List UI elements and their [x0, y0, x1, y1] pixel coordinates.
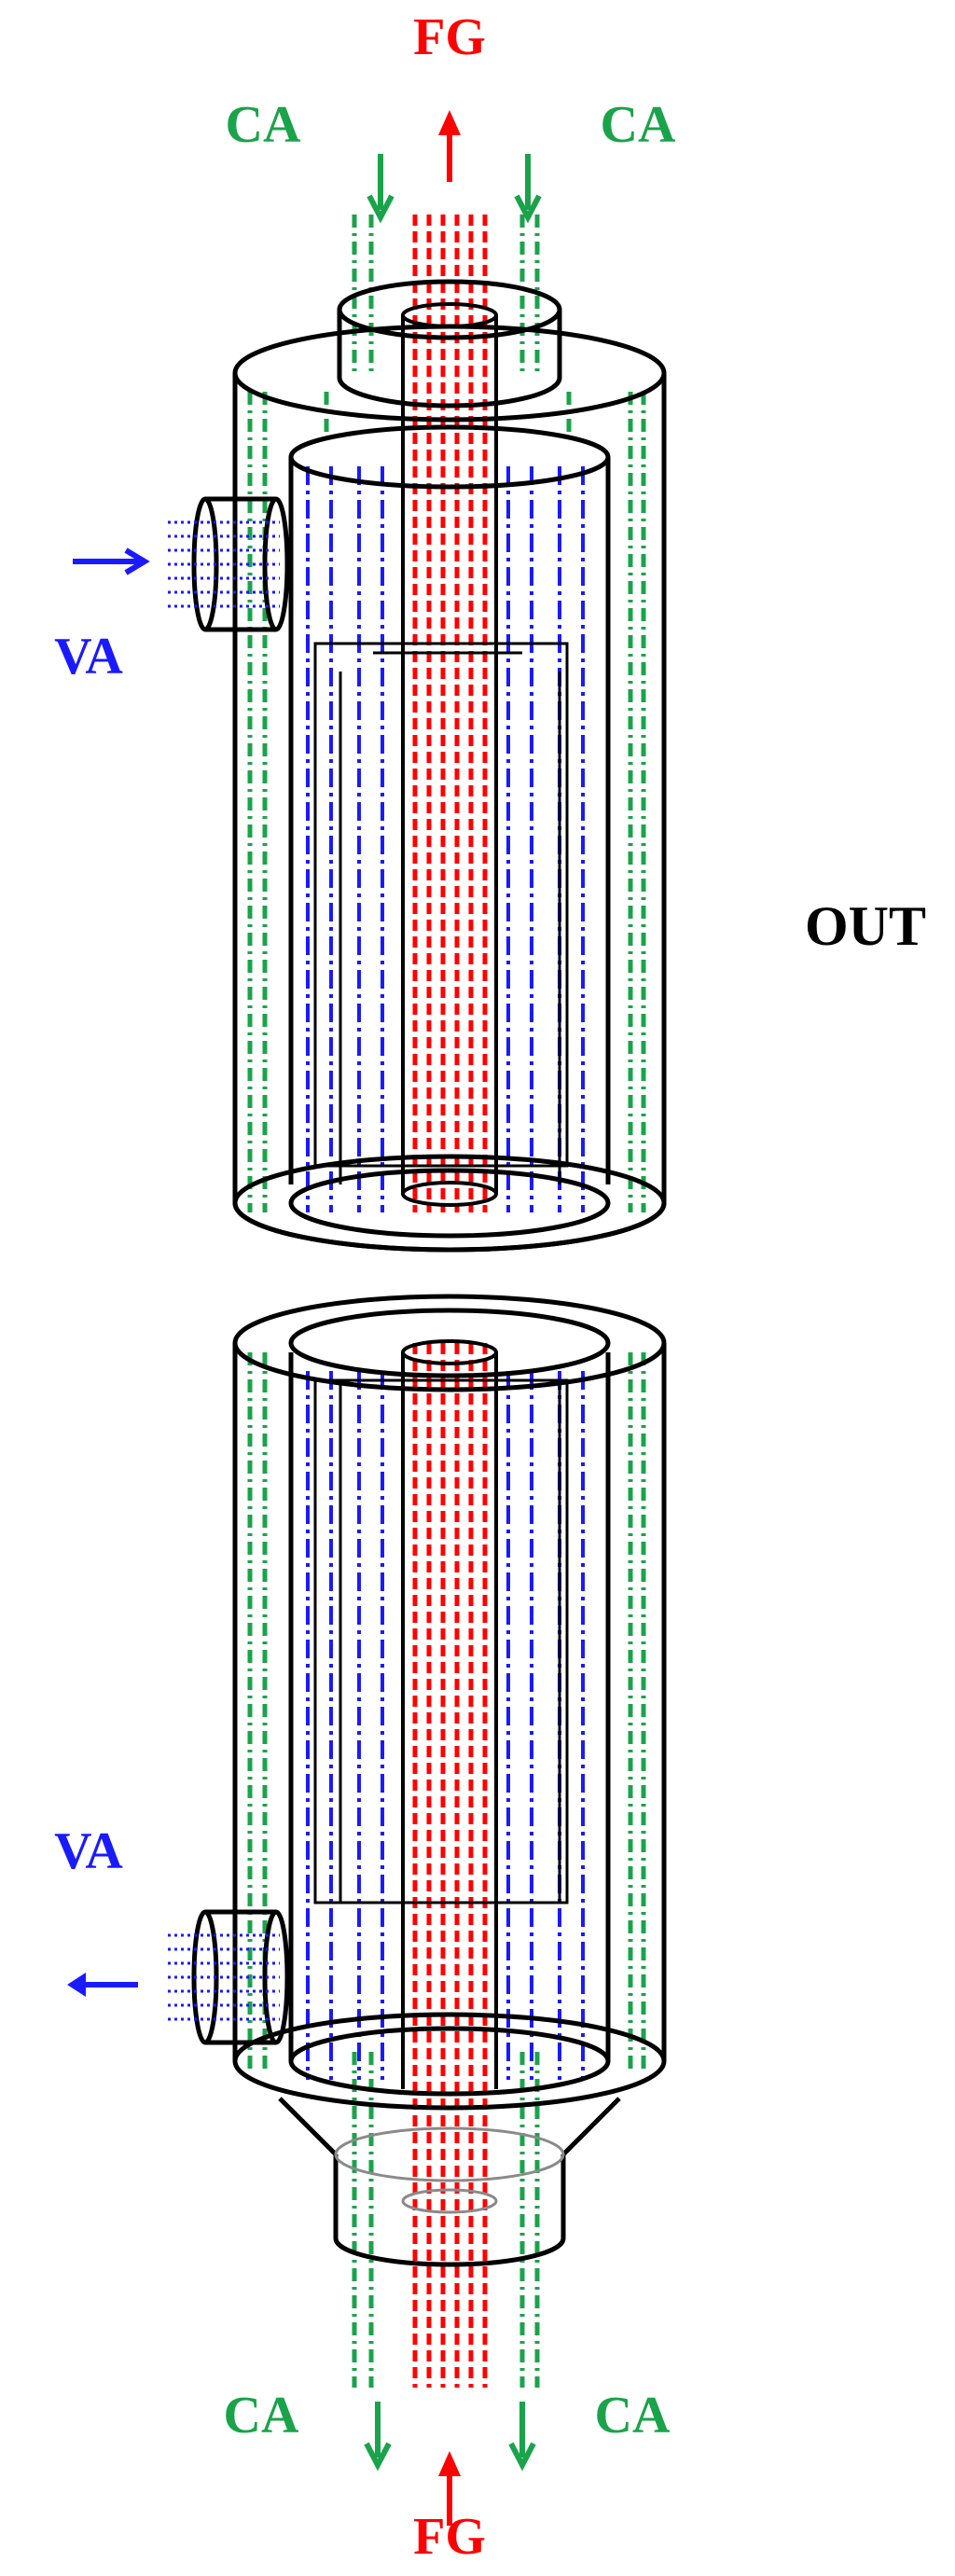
- label-out: OUT: [805, 895, 926, 957]
- upper-bottom-flange: [232, 1154, 667, 1253]
- label-fg-bottom: FG: [413, 2508, 486, 2566]
- upper-baffles: [313, 642, 569, 1184]
- arrow-down-icon: [364, 2402, 392, 2472]
- label-va-bottom: VA: [54, 1822, 123, 1880]
- lower-outlet-cone: [278, 2097, 621, 2267]
- arrow-left-icon: [67, 1973, 138, 1997]
- flow-arrows: [67, 110, 542, 2526]
- label-fg-top: FG: [413, 8, 486, 66]
- arrow-right-icon: [73, 547, 150, 575]
- label-ca-top-left: CA: [226, 96, 301, 154]
- arrow-up-icon: [438, 110, 461, 182]
- lower-outer-shell: [232, 1294, 667, 2111]
- upper-inner-shell: [288, 424, 611, 1184]
- label-va-top: VA: [54, 628, 123, 686]
- lower-inner-shell: [288, 1352, 611, 2061]
- upper-port-va-lines: [168, 520, 280, 608]
- upper-top-collar: [337, 279, 562, 409]
- upper-central-tube: [401, 302, 498, 1207]
- label-ca-top-right: CA: [601, 96, 676, 154]
- lower-port-va-lines: [168, 1933, 280, 2021]
- arrow-down-icon: [508, 2402, 536, 2472]
- lower-outlet-ghost: [334, 2126, 565, 2214]
- arrow-up-icon: [438, 2451, 461, 2526]
- label-ca-bottom-left: CA: [224, 2387, 299, 2444]
- upper-unit: [168, 215, 667, 1253]
- lower-fg-flow-lines: [412, 1343, 488, 2388]
- label-ca-bottom-right: CA: [595, 2387, 671, 2444]
- lower-unit: [168, 1294, 667, 2388]
- upper-fg-flow-lines: [412, 215, 488, 1212]
- lower-central-tube: [401, 1339, 498, 2089]
- arrow-down-icon: [514, 154, 542, 224]
- arrow-down-icon: [367, 154, 394, 224]
- lower-baffles: [313, 1378, 569, 1904]
- diagram-labels: FG CA CA VA OUT VA CA CA FG: [54, 8, 926, 2566]
